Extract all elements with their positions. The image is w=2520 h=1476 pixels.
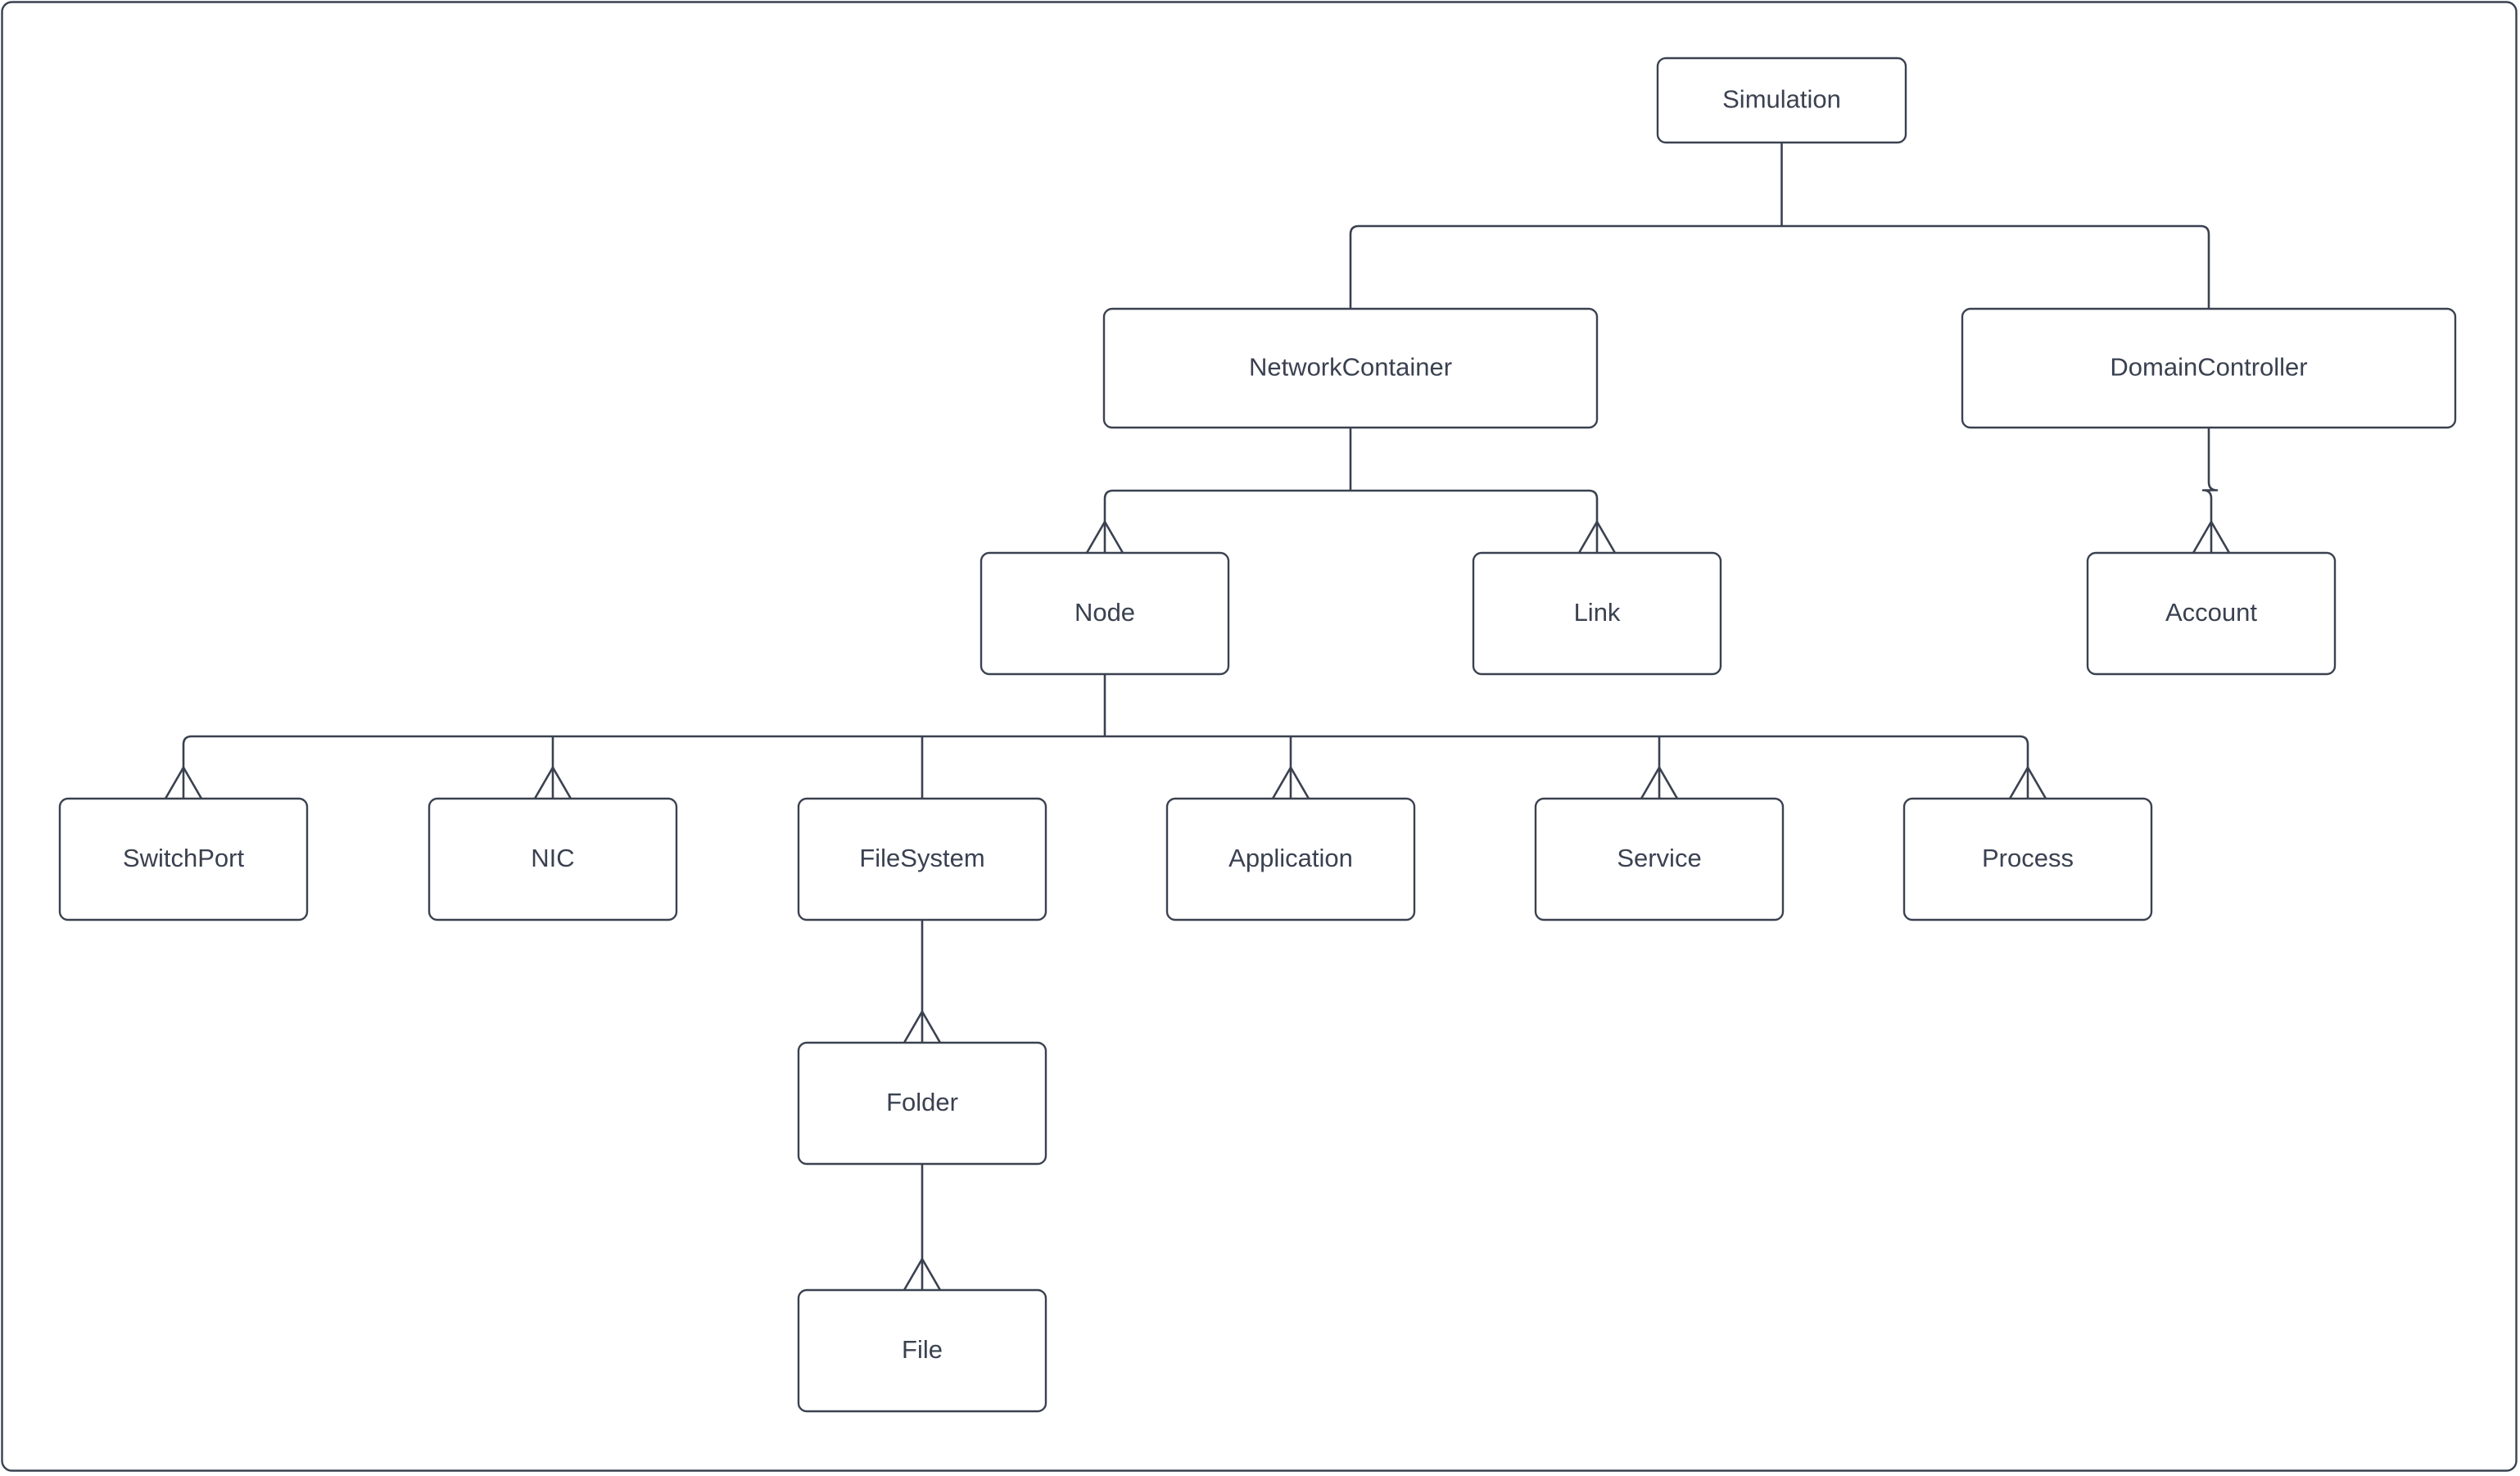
generalization-arrow-link [1577, 519, 1617, 554]
class-box-process[interactable] [1902, 797, 2153, 921]
generalization-arrow-application [1271, 765, 1310, 799]
class-label-folder: Folder [886, 1088, 958, 1116]
class-box-filesystem[interactable] [797, 797, 1047, 921]
class-box-nic[interactable] [428, 797, 678, 921]
class-box-switchport[interactable] [58, 797, 309, 921]
class-node-application[interactable]: Application [1165, 797, 1416, 921]
edge-simulation-to-domaincontroller [2200, 224, 2210, 309]
class-node-nic[interactable]: NIC [428, 797, 678, 921]
class-box-application[interactable] [1165, 797, 1416, 921]
class-label-switchport: SwitchPort [123, 844, 245, 872]
class-node-process[interactable]: Process [1902, 797, 2153, 921]
class-box-file[interactable] [797, 1288, 1047, 1413]
edge-node-to-process [2019, 735, 2029, 799]
generalization-arrow-node [1085, 519, 1124, 554]
edge-networkcontainer-to-link [1588, 489, 1599, 553]
class-box-node[interactable] [979, 551, 1230, 676]
generalization-arrow-process [2008, 765, 2047, 799]
class-node-domaincontroller[interactable]: DomainController [1961, 307, 2457, 429]
class-box-simulation[interactable] [1656, 57, 1907, 144]
class-label-node: Node [1075, 598, 1135, 627]
class-label-file: File [902, 1335, 943, 1364]
class-label-link: Link [1574, 598, 1621, 627]
class-label-process: Process [1982, 844, 2074, 872]
class-box-link[interactable] [1472, 551, 1722, 676]
class-node-node[interactable]: Node [979, 551, 1230, 676]
class-box-service[interactable] [1534, 797, 1785, 921]
edge-domaincontroller-to-account [2201, 428, 2219, 553]
class-box-domaincontroller[interactable] [1961, 307, 2457, 429]
generalization-arrow-nic [533, 765, 572, 799]
class-node-simulation[interactable]: Simulation [1656, 57, 1907, 144]
class-label-simulation: Simulation [1722, 85, 1841, 114]
edge-networkcontainer-to-node [1103, 489, 1114, 553]
class-label-filesystem: FileSystem [859, 844, 984, 872]
class-node-link[interactable]: Link [1472, 551, 1722, 676]
class-label-domaincontroller: DomainController [2110, 353, 2307, 382]
class-label-application: Application [1228, 844, 1353, 872]
generalization-arrow-service [1640, 765, 1679, 799]
edge-node-to-switchport [182, 735, 192, 799]
class-label-service: Service [1617, 844, 1701, 872]
class-label-nic: NIC [531, 844, 574, 872]
class-box-networkcontainer[interactable] [1102, 307, 1599, 429]
generalization-arrow-switchport [164, 765, 203, 799]
class-box-account[interactable] [2086, 551, 2337, 676]
class-node-account[interactable]: Account [2086, 551, 2337, 676]
class-box-folder[interactable] [797, 1041, 1047, 1166]
class-node-switchport[interactable]: SwitchPort [58, 797, 309, 921]
class-node-folder[interactable]: Folder [797, 1041, 1047, 1166]
class-node-service[interactable]: Service [1534, 797, 1785, 921]
generalization-arrow-account [2192, 519, 2231, 554]
edge-simulation-to-networkcontainer [1349, 224, 1360, 309]
class-node-file[interactable]: File [797, 1288, 1047, 1413]
generalization-arrow-folder [903, 1009, 942, 1044]
class-node-filesystem[interactable]: FileSystem [797, 797, 1047, 921]
class-node-networkcontainer[interactable]: NetworkContainer [1102, 307, 1599, 429]
class-label-networkcontainer: NetworkContainer [1249, 353, 1452, 382]
generalization-arrow-file [903, 1256, 942, 1291]
edge-layer [164, 143, 2231, 1291]
class-label-account: Account [2165, 598, 2257, 627]
